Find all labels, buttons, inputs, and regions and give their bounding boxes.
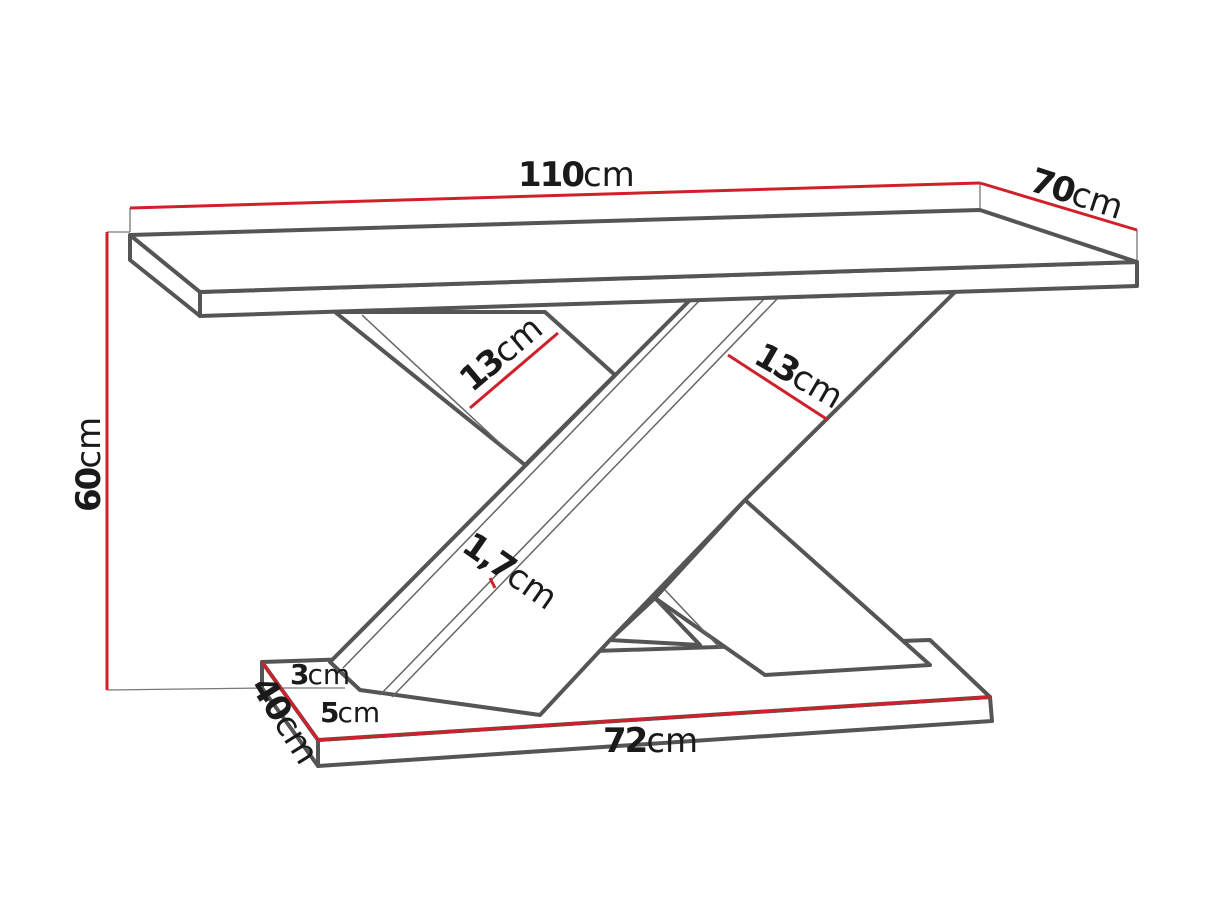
label-height: 60cm bbox=[69, 417, 109, 512]
label-top-length: 110cm bbox=[518, 155, 635, 195]
front-leg bbox=[328, 290, 957, 717]
label-offset-5: 5cm bbox=[320, 696, 380, 729]
label-top-depth: 70cm bbox=[1025, 161, 1128, 228]
table-top bbox=[128, 208, 1139, 318]
label-offset-3: 3cm bbox=[290, 658, 350, 691]
label-base-length: 72cm bbox=[603, 721, 698, 761]
dimension-lines bbox=[105, 181, 1138, 742]
extension-lines bbox=[106, 183, 1138, 691]
